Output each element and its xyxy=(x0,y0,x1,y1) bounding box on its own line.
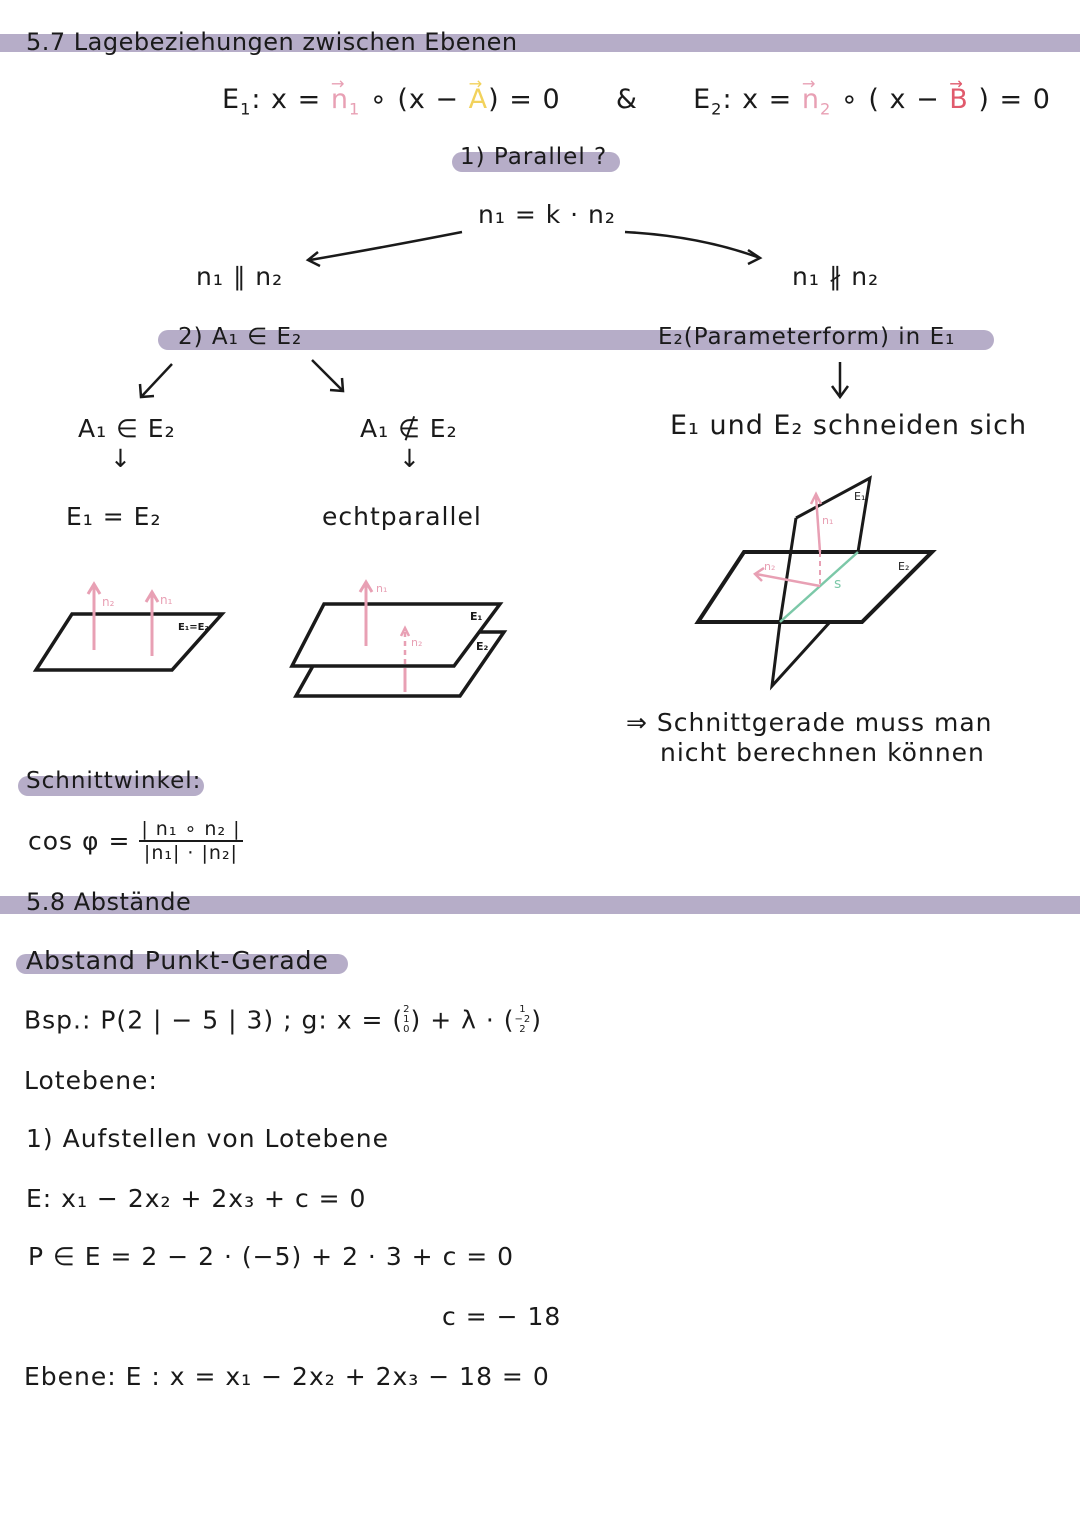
angle-title-highlight xyxy=(18,776,204,796)
svg-text:E₁=E₂: E₁=E₂ xyxy=(178,622,209,633)
normal-vector-n1: n xyxy=(331,74,349,115)
svg-text:E₂: E₂ xyxy=(476,640,489,653)
step-1-label: 1) Aufstellen von Lotebene xyxy=(26,1124,389,1153)
case-identical-result: E₁ = E₂ xyxy=(66,502,162,531)
svg-text:E₂: E₂ xyxy=(898,560,909,573)
step1-highlight xyxy=(452,152,620,172)
svg-text:n₂: n₂ xyxy=(764,560,775,573)
note-line-2: nicht berechnen können xyxy=(660,738,985,767)
branch-not-parallel: n₁ ∦ n₂ xyxy=(792,262,880,291)
svg-text:E₁: E₁ xyxy=(470,610,483,623)
section-58-title: 5.8 Abstände xyxy=(26,888,192,916)
lotebene-label: Lotebene: xyxy=(24,1066,158,1095)
section-58-subtitle: Abstand Punkt-Gerade xyxy=(26,946,329,975)
case-intersect-result: E₁ und E₂ schneiden sich xyxy=(670,410,1028,441)
branch-arrows xyxy=(138,230,850,400)
section-57-highlight xyxy=(0,34,1080,52)
svg-text:E₁: E₁ xyxy=(854,490,865,503)
plane-equation: E: x₁ − 2x₂ + 2x₃ + c = 0 xyxy=(26,1184,367,1213)
step2-highlight xyxy=(158,330,994,350)
normal-vector-n2: n xyxy=(802,74,820,115)
angle-formula: cos φ = | n₁ ∘ n₂ | |n₁| · |n₂| xyxy=(28,818,243,864)
section-58-highlight xyxy=(0,896,1080,914)
angle-fraction: | n₁ ∘ n₂ | |n₁| · |n₂| xyxy=(139,818,243,864)
case-point-in-plane: A₁ ∈ E₂ xyxy=(78,414,176,443)
case-parallel-result: echtparallel xyxy=(322,502,482,531)
result-plane: Ebene: E : x = x₁ − 2x₂ + 2x₃ − 18 = 0 xyxy=(24,1362,550,1391)
svg-text:n₂: n₂ xyxy=(411,636,422,649)
diagram-intersecting-planes: s n₁ n₂ E₁ E₂ xyxy=(694,475,937,691)
insert-point: P ∈ E = 2 − 2 · (−5) + 2 · 3 + c = 0 xyxy=(28,1242,515,1271)
ampersand: & xyxy=(615,84,638,115)
subtitle-highlight xyxy=(16,954,348,974)
point-A: A xyxy=(469,74,488,115)
angle-title: Schnittwinkel: xyxy=(26,768,202,794)
step2-right-label: E₂(Parameterform) in E₁ xyxy=(658,324,956,350)
note-line-1: ⇒ Schnittgerade muss man xyxy=(626,708,993,737)
svg-text:n₁: n₁ xyxy=(822,514,833,527)
point-B: B xyxy=(949,74,969,115)
svg-text:n₂: n₂ xyxy=(102,595,115,609)
parallel-condition: n₁ = k · n₂ xyxy=(478,200,616,229)
diagram-parallel-planes: n₁ n₂ E₁ E₂ xyxy=(289,579,508,698)
c-value: c = − 18 xyxy=(442,1302,562,1331)
plane-equations: E1: x = n1 ∘ (x − A) = 0 & E2: x = n2 ∘ … xyxy=(222,74,1051,118)
svg-text:s: s xyxy=(834,576,841,592)
section-57-title: 5.7 Lagebeziehungen zwischen Ebenen xyxy=(26,28,518,56)
diagram-identical-planes: n₂ n₁ E₁=E₂ xyxy=(32,581,226,672)
step2-label: 2) A₁ ∈ E₂ xyxy=(178,324,303,350)
down-arrow-icon: ↓ xyxy=(110,444,132,473)
step1-label: 1) Parallel ? xyxy=(460,144,608,170)
svg-text:n₁: n₁ xyxy=(160,593,173,607)
branch-parallel: n₁ ∥ n₂ xyxy=(196,262,284,291)
svg-text:n₁: n₁ xyxy=(376,582,387,595)
down-arrow-icon: ↓ xyxy=(399,444,421,473)
angle-lhs: cos φ = xyxy=(28,826,131,856)
case-point-not-in-plane: A₁ ∉ E₂ xyxy=(360,414,458,443)
